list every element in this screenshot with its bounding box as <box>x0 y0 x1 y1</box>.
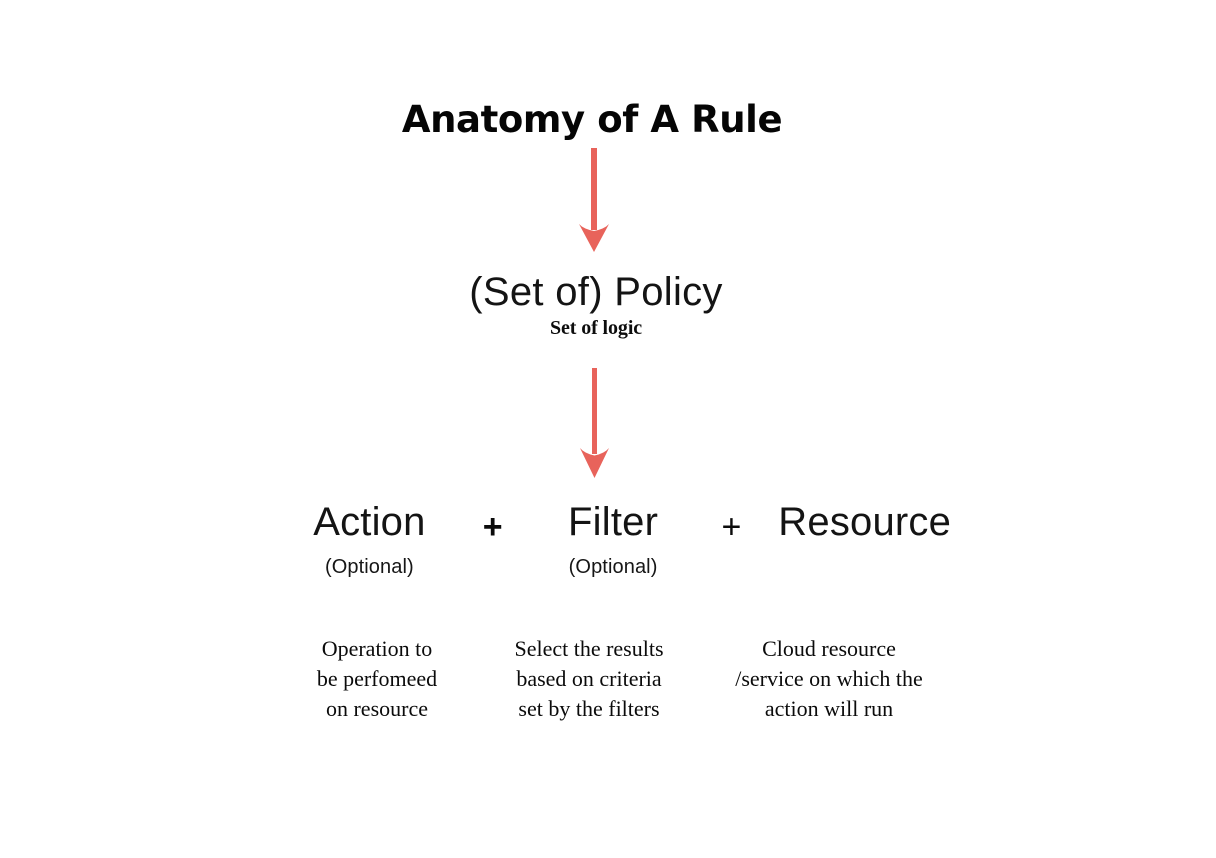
description-action-line-3: on resource <box>325 696 428 721</box>
description-action: Operation to be perfomeed on resource <box>282 634 472 724</box>
plus-operator-1: + <box>482 508 503 546</box>
component-action-name: Action <box>313 500 426 544</box>
policy-block: (Set of) Policy Set of logic <box>0 270 1192 340</box>
description-filter-line-1: Select the results <box>514 636 664 661</box>
description-action-line-2: be perfomeed <box>316 666 438 691</box>
description-resource-line-2: /service on which the <box>735 666 923 691</box>
policy-heading: (Set of) Policy <box>469 270 723 314</box>
component-action: Action (Optional) <box>282 500 457 578</box>
description-filter-line-3: set by the filters <box>518 696 660 721</box>
component-filter: Filter (Optional) <box>535 500 692 578</box>
arrow-title-to-policy-icon <box>570 148 618 263</box>
component-filter-optional: (Optional) <box>568 556 658 578</box>
arrow-policy-to-components-icon <box>570 368 618 488</box>
component-action-optional: (Optional) <box>324 556 414 578</box>
component-resource-name: Resource <box>778 500 952 544</box>
description-resource-line-3: action will run <box>764 696 894 721</box>
components-row: Action (Optional) + Filter (Optional) + … <box>282 500 962 578</box>
component-resource: Resource <box>767 500 962 578</box>
component-filter-name: Filter <box>568 500 659 544</box>
description-action-line-1: Operation to <box>321 636 433 661</box>
description-resource-line-1: Cloud resource <box>762 636 896 661</box>
plus-operator-2: + <box>721 508 742 546</box>
diagram-title: Anatomy of A Rule <box>401 98 783 141</box>
description-filter-line-2: based on criteria <box>516 666 662 691</box>
descriptions-row: Operation to be perfomeed on resource Se… <box>282 634 982 724</box>
description-resource: Cloud resource /service on which the act… <box>704 634 954 724</box>
policy-subtitle: Set of logic <box>549 316 643 339</box>
description-filter: Select the results based on criteria set… <box>484 634 694 724</box>
